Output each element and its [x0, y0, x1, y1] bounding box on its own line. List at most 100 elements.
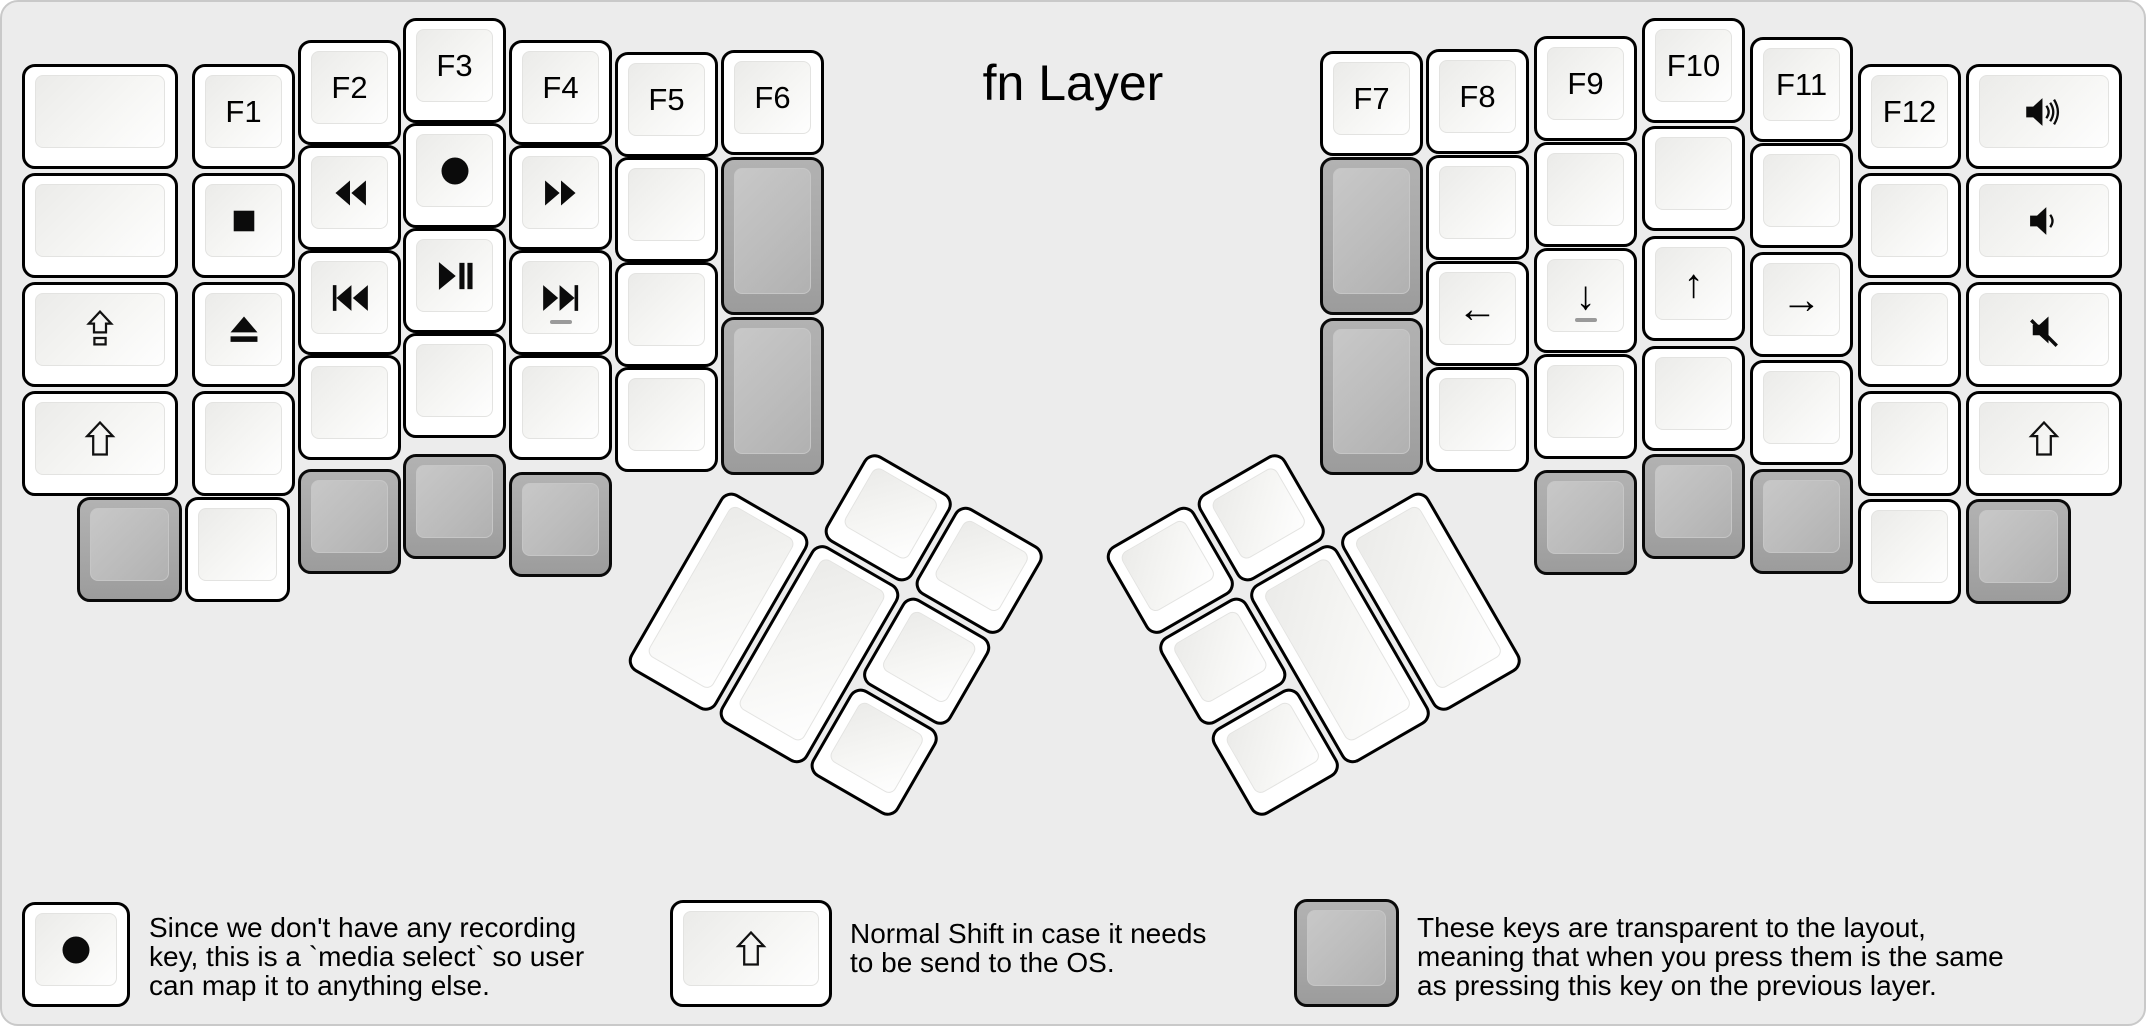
key-arrow-left[interactable]: ← — [1426, 261, 1529, 366]
key-blank[interactable] — [185, 497, 290, 602]
key-blank[interactable] — [615, 157, 718, 262]
key-f2[interactable]: F2 — [298, 40, 401, 145]
key-f3[interactable]: F3 — [403, 18, 506, 123]
key-transparent[interactable] — [403, 454, 506, 559]
key-arrow-right[interactable]: → — [1750, 252, 1853, 357]
key-f10[interactable]: F10 — [1642, 18, 1745, 123]
key-transparent[interactable] — [1320, 157, 1423, 315]
key-transparent[interactable] — [509, 472, 612, 577]
volume-mute-icon — [2026, 312, 2062, 348]
key-eject[interactable] — [192, 282, 295, 387]
key-transparent[interactable] — [298, 469, 401, 574]
key-transparent[interactable] — [1750, 469, 1853, 574]
key-f9[interactable]: F9 — [1534, 36, 1637, 141]
key-shift-left[interactable] — [22, 391, 178, 496]
key-blank[interactable] — [192, 391, 295, 496]
key-f12[interactable]: F12 — [1858, 64, 1961, 169]
key-f4[interactable]: F4 — [509, 40, 612, 145]
key-f8[interactable]: F8 — [1426, 49, 1529, 154]
key-f1[interactable]: F1 — [192, 64, 295, 169]
key-volume-mute[interactable] — [1966, 282, 2122, 387]
key-blank[interactable] — [1426, 367, 1529, 472]
key-stop[interactable] — [192, 173, 295, 278]
arrow-down-icon: ↓ — [1575, 273, 1596, 318]
legend-line: Since we don't have any recording — [149, 912, 577, 943]
key-prev-track[interactable] — [298, 250, 401, 355]
key-blank[interactable] — [403, 333, 506, 438]
keytop — [416, 465, 493, 538]
key-blank[interactable] — [1642, 346, 1745, 451]
key-transparent[interactable] — [1966, 499, 2071, 604]
key-record[interactable] — [403, 123, 506, 228]
keytop — [522, 261, 599, 334]
keytop — [1871, 184, 1948, 257]
key-blank[interactable] — [615, 367, 718, 472]
keytop — [1655, 357, 1732, 430]
key-volume-up[interactable] — [1966, 64, 2122, 169]
keytop: ↑ — [1655, 247, 1732, 320]
key-transparent[interactable] — [721, 317, 824, 475]
keytop — [1333, 168, 1410, 294]
volume-down-icon — [2027, 204, 2061, 238]
key-blank[interactable] — [615, 262, 718, 367]
key-caps-lock[interactable] — [22, 282, 178, 387]
legend-key-shift[interactable] — [670, 900, 832, 1007]
key-f7[interactable]: F7 — [1320, 51, 1423, 156]
key-label: F10 — [1666, 48, 1721, 83]
key-transparent[interactable] — [721, 157, 824, 315]
volume-up-icon — [2023, 95, 2065, 129]
keytop — [880, 608, 979, 705]
key-volume-down[interactable] — [1966, 173, 2122, 278]
key-arrow-up[interactable]: ↑ — [1642, 236, 1745, 341]
legend-line: Normal Shift in case it needs — [850, 918, 1207, 949]
key-blank[interactable] — [1750, 143, 1853, 248]
keytop — [1118, 518, 1217, 614]
key-transparent[interactable] — [1534, 470, 1637, 575]
key-f11[interactable]: F11 — [1750, 37, 1853, 142]
key-label: F12 — [1882, 94, 1937, 129]
keytop — [1763, 371, 1840, 444]
keytop — [311, 156, 388, 229]
key-f5[interactable]: F5 — [615, 52, 718, 157]
keytop: F7 — [1333, 62, 1410, 135]
key-blank[interactable] — [1858, 173, 1961, 278]
key-blank[interactable] — [22, 64, 178, 169]
key-blank[interactable] — [509, 355, 612, 460]
key-transparent[interactable] — [1320, 318, 1423, 475]
key-next-track[interactable] — [509, 250, 612, 355]
legend-line: key, this is a `media select` so user — [149, 941, 585, 972]
key-blank[interactable] — [298, 355, 401, 460]
keytop: F8 — [1439, 60, 1516, 133]
key-arrow-down[interactable]: ↓ — [1534, 248, 1637, 353]
keytop — [628, 273, 705, 346]
key-transparent[interactable] — [1642, 454, 1745, 559]
key-label: F6 — [754, 80, 791, 115]
key-fast-forward[interactable] — [509, 145, 612, 250]
stop-icon — [225, 202, 263, 240]
key-blank[interactable] — [1534, 354, 1637, 459]
legend-key-record[interactable] — [22, 902, 130, 1007]
keytop — [1871, 402, 1948, 475]
key-shift-right[interactable] — [1966, 391, 2122, 496]
legend-key-transparent[interactable] — [1294, 899, 1399, 1007]
key-blank[interactable] — [22, 173, 178, 278]
key-blank[interactable] — [1642, 126, 1745, 231]
key-blank[interactable] — [1534, 142, 1637, 247]
arrow-up-icon: ↑ — [1683, 261, 1704, 306]
key-play-pause[interactable] — [403, 228, 506, 333]
homing-dash — [1574, 318, 1597, 322]
page-title: fn Layer — [982, 55, 1164, 111]
key-blank[interactable] — [1858, 391, 1961, 496]
key-blank[interactable] — [1426, 155, 1529, 260]
key-rewind[interactable] — [298, 145, 401, 250]
record-icon — [437, 153, 473, 189]
key-f6[interactable]: F6 — [721, 50, 824, 155]
key-transparent[interactable] — [77, 497, 182, 602]
key-blank[interactable] — [1858, 282, 1961, 387]
key-blank[interactable] — [1750, 360, 1853, 465]
key-blank[interactable] — [1858, 499, 1961, 604]
keytop — [1547, 153, 1624, 226]
